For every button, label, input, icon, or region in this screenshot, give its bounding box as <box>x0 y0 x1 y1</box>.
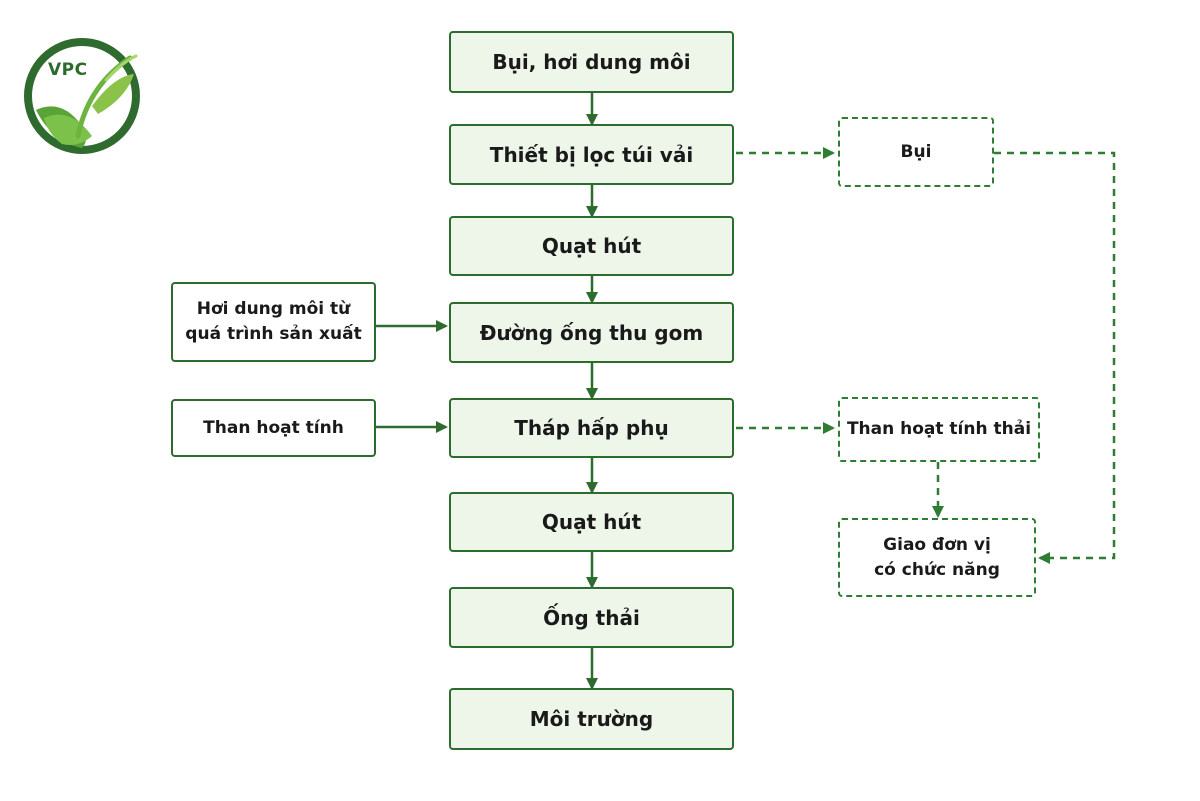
node-adsorption-tower: Tháp hấp phụ <box>449 398 734 458</box>
node-collection-pipe: Đường ống thu gom <box>449 302 734 363</box>
solvent-input-line2: quá trình sản xuất <box>185 324 362 344</box>
node-spent-carbon: Than hoạt tính thải <box>838 397 1040 462</box>
node-dust-solvent-vapor: Bụi, hơi dung môi <box>449 31 734 93</box>
vpc-logo: VPC <box>22 36 144 154</box>
handover-line1: Giao đơn vị <box>883 534 991 555</box>
node-handover-unit: Giao đơn vị có chức năng <box>838 518 1036 597</box>
solvent-input-line1: Hơi dung môi từ <box>196 299 351 320</box>
node-environment: Môi trường <box>449 688 734 750</box>
node-dust-output: Bụi <box>838 117 994 187</box>
arrow-dust-to-handover <box>994 151 1116 564</box>
node-solvent-input: Hơi dung môi từ quá trình sản xuất <box>171 282 376 362</box>
node-stack: Ống thải <box>449 587 734 648</box>
handover-line2: có chức năng <box>874 559 1000 580</box>
node-exhaust-fan-1: Quạt hút <box>449 216 734 276</box>
node-activated-carbon: Than hoạt tính <box>171 399 376 457</box>
node-bag-filter: Thiết bị lọc túi vải <box>449 124 734 185</box>
node-exhaust-fan-2: Quạt hút <box>449 492 734 552</box>
logo-leaf-icon <box>24 38 140 154</box>
logo-text: VPC <box>48 60 88 80</box>
